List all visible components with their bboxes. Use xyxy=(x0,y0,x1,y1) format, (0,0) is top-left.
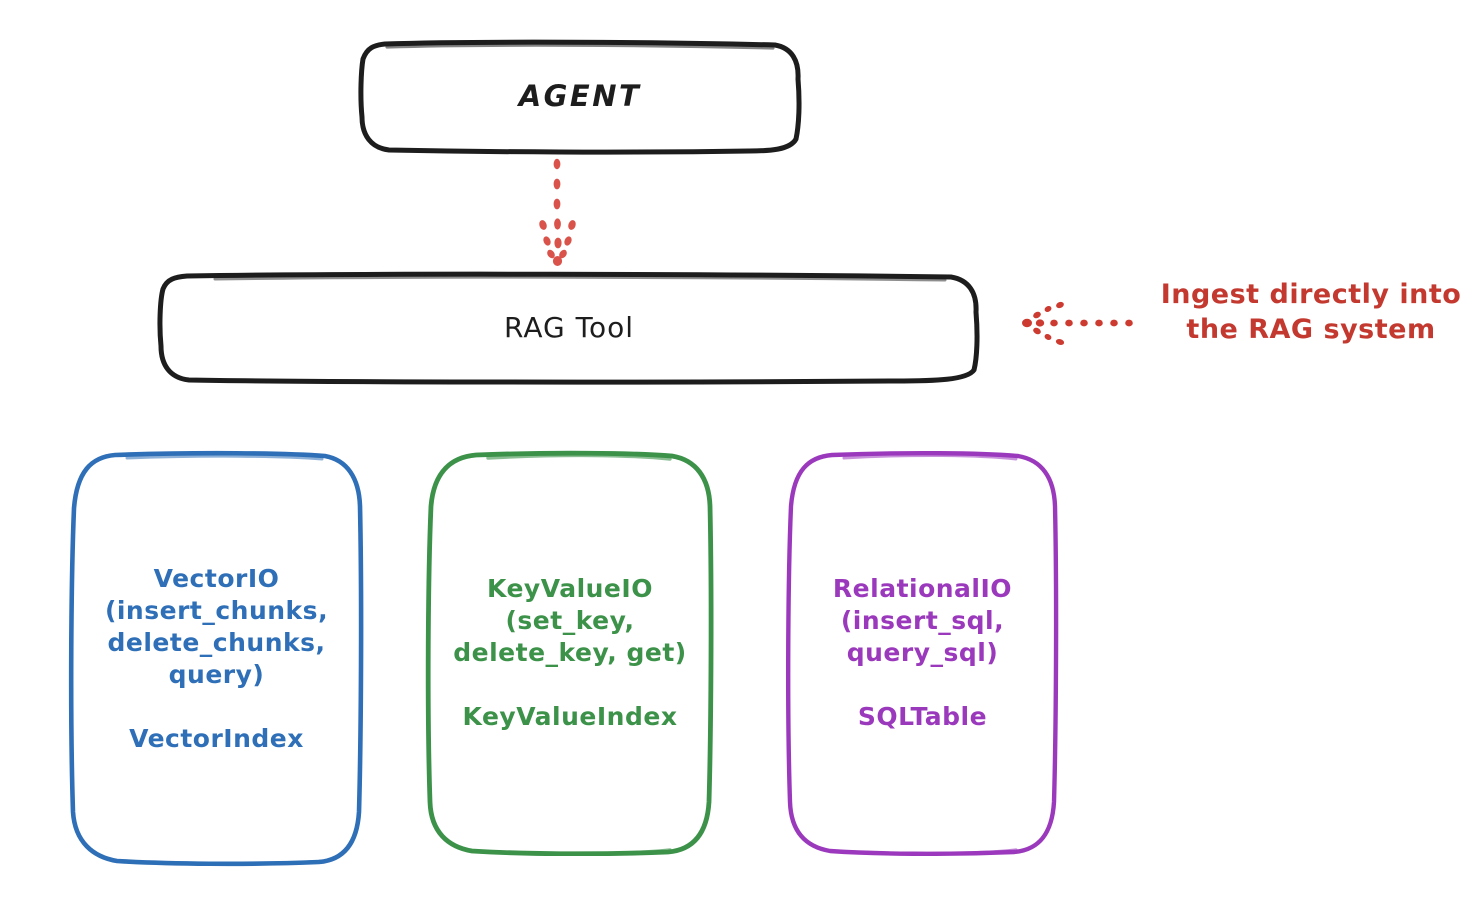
node-key-value-io[interactable]: KeyValueIO (set_key, delete_key, get) Ke… xyxy=(424,450,716,856)
rag-tool-label: RAG Tool xyxy=(504,310,634,344)
node-rag-tool[interactable]: RAG Tool xyxy=(155,270,983,385)
node-relational-io[interactable]: RelationalIO (insert_sql, query_sql) SQL… xyxy=(784,450,1061,856)
agent-label: AGENT xyxy=(518,79,642,114)
vector-io-label: VectorIO (insert_chunks, delete_chunks, … xyxy=(104,563,329,753)
relational-io-box-outline xyxy=(785,450,1059,856)
vector-io-box-outline xyxy=(68,450,364,867)
node-agent[interactable]: AGENT xyxy=(357,39,803,155)
key-value-io-box-outline xyxy=(425,450,714,856)
relational-io-label: RelationalIO (insert_sql, query_sql) SQL… xyxy=(832,574,1013,731)
node-vector-io[interactable]: VectorIO (insert_chunks, delete_chunks, … xyxy=(67,450,366,867)
connector-ingest-into-rag-system xyxy=(1022,301,1133,345)
key-value-io-label: KeyValueIO (set_key, delete_key, get) Ke… xyxy=(453,574,687,731)
connector-agent-to-rag-tool xyxy=(539,158,576,266)
annotation-ingest-directly: Ingest directly into the RAG system xyxy=(1160,279,1462,346)
agent-box-outline xyxy=(358,39,802,155)
rag-tool-box-outline xyxy=(157,271,980,385)
